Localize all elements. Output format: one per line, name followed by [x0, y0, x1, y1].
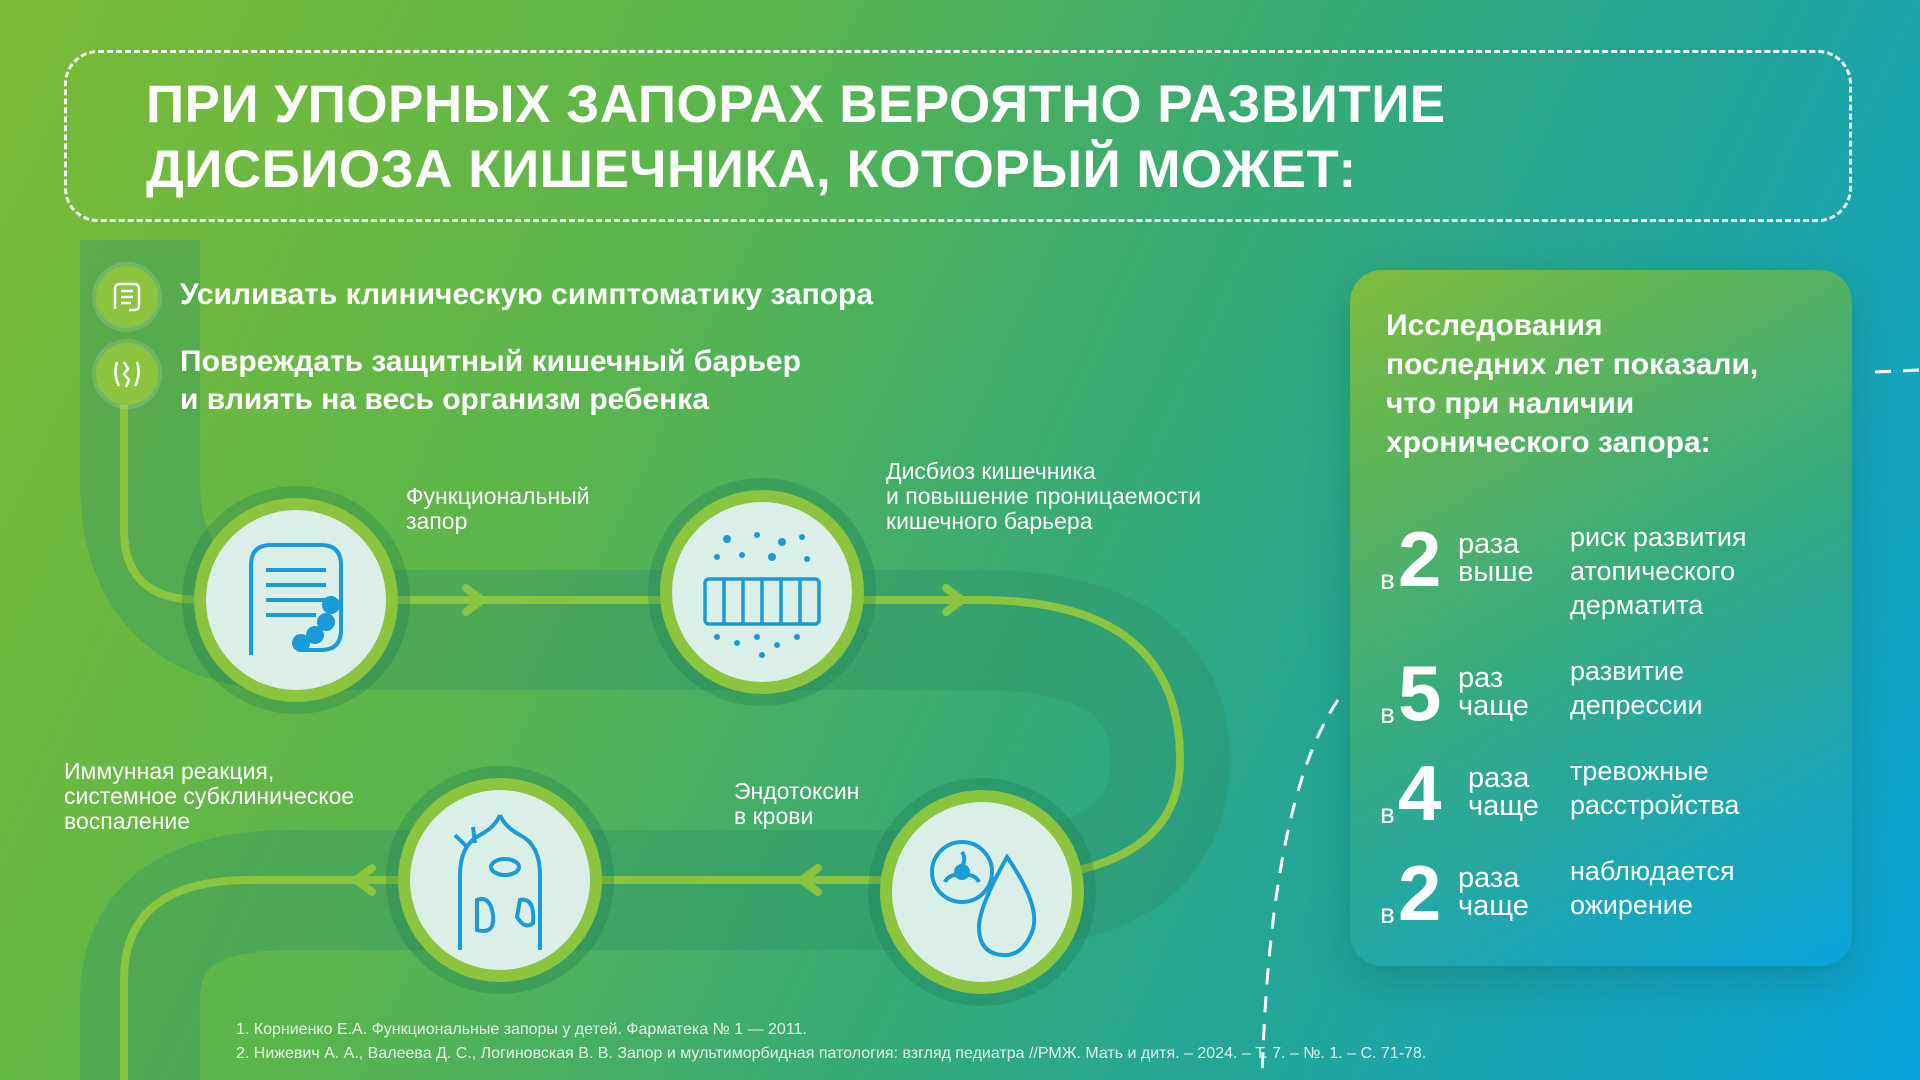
references: 1. Корниенко Е.А. Функциональные запоры …	[236, 1018, 1426, 1066]
step-2-circle	[660, 490, 864, 694]
title-frame	[64, 50, 1852, 222]
reference-2: 2. Нижевич А. А., Валеева Д. С., Логинов…	[236, 1045, 1427, 1062]
bullet-barrier: Повреждать защитный кишечный барьер и вл…	[96, 343, 801, 419]
arrow-right-icon	[942, 584, 966, 616]
bullet-2-line-2: и влиять на весь организм ребенка	[180, 383, 709, 416]
bullet-1-text: Усиливать клиническую симптоматику запор…	[180, 278, 874, 311]
step-1-circle	[194, 498, 398, 702]
step-4-label: Иммунная реакция, системное субклиническ…	[64, 758, 355, 834]
intestine-icon	[96, 266, 158, 328]
panel-title: Исследования последних лет показали, что…	[1386, 309, 1759, 459]
arrow-left-icon	[798, 864, 822, 896]
bullet-2-line-1: Повреждать защитный кишечный барьер	[180, 345, 801, 378]
title-line-2: ДИСБИОЗА КИШЕЧНИКА, КОТОРЫЙ МОЖЕТ:	[146, 140, 1357, 199]
inflamed-body-icon	[453, 814, 542, 950]
step-3-circle	[880, 790, 1084, 994]
title-line-1: ПРИ УПОРНЫХ ЗАПОРАХ ВЕРОЯТНО РАЗВИТИЕ	[146, 75, 1446, 134]
arrow-left-icon	[352, 864, 376, 896]
arrow-right-icon	[462, 584, 486, 616]
biohazard-drop-icon	[930, 840, 1037, 958]
intestine-icon	[249, 543, 343, 655]
stat-4-desc: наблюдается ожирение	[1570, 856, 1735, 920]
reference-1: 1. Корниенко Е.А. Функциональные запоры …	[236, 1021, 807, 1038]
step-3-label: Эндотоксин в крови	[734, 778, 860, 829]
step-4-circle	[398, 778, 602, 982]
stat-1-desc: риск развития атопического дерматита	[1570, 522, 1747, 620]
stat-2-desc: развитие депрессии	[1570, 656, 1703, 720]
broken-barrier-icon	[96, 343, 158, 405]
stats-panel: Исследования последних лет показали, что…	[1350, 270, 1852, 966]
bullet-symptoms: Усиливать клиническую симптоматику запор…	[96, 266, 873, 328]
bacteria-barrier-icon	[703, 532, 821, 658]
stat-3-desc: тревожные расстройства	[1570, 756, 1740, 820]
step-1-label: Функциональный запор	[406, 483, 590, 534]
step-2-label: Дисбиоз кишечника и повышение проницаемо…	[886, 458, 1202, 534]
page-title: ПРИ УПОРНЫХ ЗАПОРАХ ВЕРОЯТНО РАЗВИТИЕ ДИ…	[146, 72, 1746, 202]
